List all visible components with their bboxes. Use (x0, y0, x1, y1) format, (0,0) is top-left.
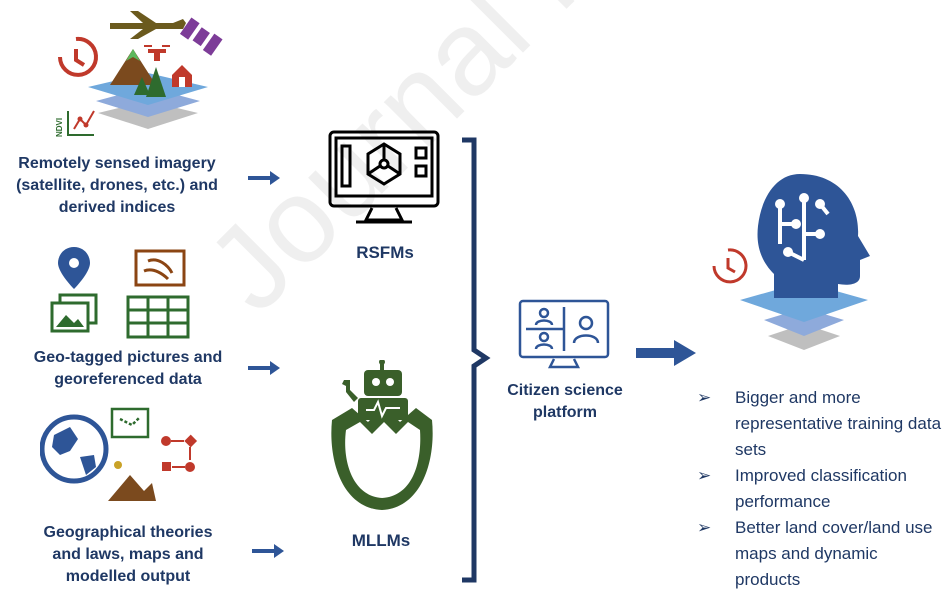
pictures-icon (50, 293, 98, 333)
drone-icon (144, 45, 170, 61)
mountain-icon (110, 49, 156, 85)
platform-monitor-icon (518, 299, 610, 369)
geotagged-line-2: georeferenced data (54, 371, 202, 388)
outcome-item: ➢ Improved classification performance (697, 463, 943, 515)
outcome-text: Improved classification performance (735, 466, 907, 511)
geographic-icon (40, 407, 198, 501)
table-icon (126, 295, 190, 339)
barn-icon (172, 65, 192, 87)
flow-diagram-icon (161, 434, 198, 472)
airplane-icon (110, 11, 186, 39)
arrow-geotagged (248, 361, 280, 375)
outcome-item: ➢ Bigger and more representative training… (697, 385, 943, 463)
globe-icon (40, 414, 109, 484)
geographic-line-2: and laws, maps and (52, 546, 204, 563)
remote-sensing-label: Remotely sensed imagery (satellite, dron… (0, 153, 234, 219)
remote-sensing-line-3: derived indices (58, 199, 176, 216)
rsfm-label: RSFMs (356, 243, 414, 262)
outcome-item: ➢ Better land cover/land use maps and dyn… (697, 515, 943, 593)
clock-icon (712, 248, 748, 284)
bullet-marker-icon: ➢ (697, 518, 712, 537)
arrow-remote-sensing (248, 171, 280, 185)
arrow-geographic (252, 544, 284, 558)
mllm-robot-icon (331, 360, 433, 510)
satellite-icon (179, 17, 223, 56)
geotagged-label: Geo-tagged pictures and georeferenced da… (20, 347, 236, 391)
location-pin-icon (58, 247, 90, 289)
platform-label: Citizen science platform (500, 380, 630, 424)
arrow-to-ai (636, 340, 696, 366)
mllm-label: MLLMs (351, 531, 411, 550)
geographic-label: Geographical theories and laws, maps and… (20, 522, 236, 588)
ndvi-chart-icon: NDVI (55, 110, 95, 137)
clock-icon (58, 36, 98, 77)
remote-sensing-line-2: (satellite, drones, etc.) and (16, 177, 218, 194)
ai-head-icon (712, 174, 870, 350)
outcome-text: Better land cover/land use maps and dyna… (735, 518, 933, 589)
outcome-text: Bigger and more representative training … (735, 388, 942, 459)
tree-icon (134, 67, 166, 97)
brain-icon (757, 174, 870, 298)
remote-sensing-icon: NDVI (55, 11, 223, 137)
platform-line-1: Citizen science (507, 382, 623, 399)
geographic-line-3: modelled output (65, 568, 191, 585)
outcomes-list: ➢ Bigger and more representative training… (697, 385, 943, 593)
treasure-map-icon (110, 407, 150, 439)
bracket (462, 137, 491, 583)
map-scroll-icon (134, 249, 186, 287)
geotagged-icon (50, 247, 190, 339)
platform-line-2: platform (533, 404, 597, 421)
remote-sensing-line-1: Remotely sensed imagery (18, 155, 216, 172)
bullet-marker-icon: ➢ (697, 466, 712, 485)
rsfm-monitor-icon (328, 130, 440, 224)
mountain-sun-icon (108, 461, 156, 501)
svg-text:NDVI: NDVI (55, 118, 64, 137)
geotagged-line-1: Geo-tagged pictures and (33, 349, 223, 366)
bullet-marker-icon: ➢ (697, 388, 712, 407)
geographic-line-1: Geographical theories (43, 524, 213, 541)
